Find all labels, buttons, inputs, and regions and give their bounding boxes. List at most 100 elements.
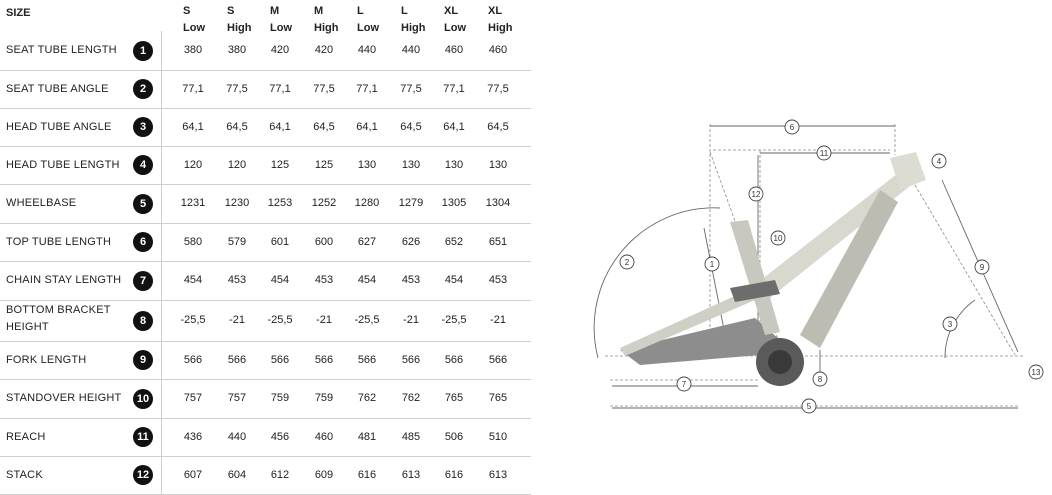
table-cell: 609: [314, 468, 334, 481]
table-cell: -25,5: [267, 314, 293, 326]
table-cell: 485: [401, 430, 421, 443]
size-variant: Low: [357, 22, 379, 34]
marker-label: 5: [807, 402, 812, 411]
row-number-badge: 8: [133, 310, 153, 331]
size-variant: Low: [270, 22, 292, 34]
table-cell: 510: [488, 430, 508, 443]
table-cell: 1280: [354, 197, 380, 209]
table-cell: 130: [488, 158, 508, 171]
row-label-cell: [0, 184, 162, 223]
size-name: L: [357, 5, 364, 17]
diagram-marker: 3: [942, 316, 958, 332]
size-variant: High: [314, 22, 339, 34]
table-cell: 616: [444, 468, 464, 481]
table-cell: 380: [183, 44, 203, 56]
size-variant: Low: [183, 22, 205, 34]
row-label: CHAIN STAY LENGTH: [6, 274, 122, 286]
row-label: REACH: [6, 430, 46, 443]
marker-label: 10: [774, 234, 783, 243]
table-cell: 1230: [224, 197, 250, 209]
table-cell: 453: [314, 274, 334, 286]
table-cell: 77,5: [487, 82, 509, 95]
size-name: XL: [444, 5, 459, 17]
table-cell: 77,1: [269, 82, 291, 95]
table-cell: 506: [444, 430, 464, 443]
diagram-marker: 1: [704, 256, 720, 272]
size-name: L: [401, 5, 408, 17]
table-cell: 566: [270, 353, 290, 366]
row-number-badge: 11: [133, 427, 153, 447]
table-cell: 120: [183, 158, 203, 171]
table-cell: 440: [357, 44, 377, 56]
table-cell: 64,1: [182, 120, 204, 133]
table-cell: 613: [401, 468, 421, 481]
marker-label: 13: [1032, 368, 1041, 377]
table-cell: 453: [488, 274, 508, 286]
table-cell: 77,1: [182, 82, 204, 95]
diagram-marker: 9: [974, 259, 990, 275]
table-cell: 120: [227, 158, 247, 171]
table-cell: 453: [227, 274, 247, 286]
size-header: SIZE: [6, 7, 31, 19]
table-cell: 604: [227, 468, 247, 481]
table-cell: 600: [314, 235, 334, 248]
table-cell: 652: [444, 235, 464, 248]
table-cell: 77,5: [226, 82, 248, 95]
row-number-badge: 5: [133, 193, 153, 214]
bike-frame: [620, 152, 926, 386]
table-cell: 454: [270, 274, 290, 286]
table-cell: 1231: [180, 197, 206, 209]
table-cell: 601: [270, 235, 290, 248]
table-cell: 64,1: [269, 120, 291, 133]
table-cell: -21: [403, 314, 419, 326]
table-cell: 613: [488, 468, 508, 481]
table-cell: 1252: [311, 197, 337, 209]
table-row: BOTTOM BRACKET HEIGHT 8 -25,5 -21 -25,5 -21 -2…: [0, 300, 531, 342]
row-label: TOP TUBE LENGTH: [6, 235, 112, 248]
row-number-badge: 7: [133, 270, 153, 291]
size-variant: High: [227, 22, 252, 34]
table-cell: 64,1: [356, 120, 378, 133]
marker-label: 9: [980, 263, 985, 272]
size-column-header: L Low: [357, 3, 399, 37]
table-cell: 626: [401, 235, 421, 248]
row-label-cell: [0, 456, 162, 494]
table-cell: 64,5: [313, 120, 335, 133]
table-cell: -21: [316, 314, 332, 326]
table-cell: 759: [270, 392, 290, 404]
row-label: BOTTOM BRACKET HEIGHT: [6, 304, 111, 333]
table-cell: -25,5: [180, 314, 206, 326]
row-label: WHEELBASE: [6, 197, 77, 209]
diagram-marker: 12: [748, 186, 764, 202]
table-cell: 440: [227, 430, 247, 443]
table-cell: 460: [444, 44, 464, 56]
size-variant: High: [488, 22, 513, 34]
diagram-marker: 8: [812, 371, 828, 387]
table-cell: 130: [444, 158, 464, 171]
table-cell: -21: [229, 314, 245, 326]
row-label-cell: [0, 223, 162, 261]
table-cell: 1304: [485, 197, 511, 209]
table-cell: 765: [488, 392, 508, 404]
marker-label: 11: [820, 149, 829, 158]
table-cell: 125: [270, 158, 290, 171]
row-label-cell: [0, 379, 162, 418]
table-cell: 380: [227, 44, 247, 56]
diagram-marker: 4: [931, 153, 947, 169]
table-cell: 566: [357, 353, 377, 366]
table-cell: 566: [314, 353, 334, 366]
table-cell: 616: [357, 468, 377, 481]
diagram-marker: 13: [1028, 364, 1044, 380]
table-cell: 125: [314, 158, 334, 171]
table-cell: 64,5: [400, 120, 422, 133]
